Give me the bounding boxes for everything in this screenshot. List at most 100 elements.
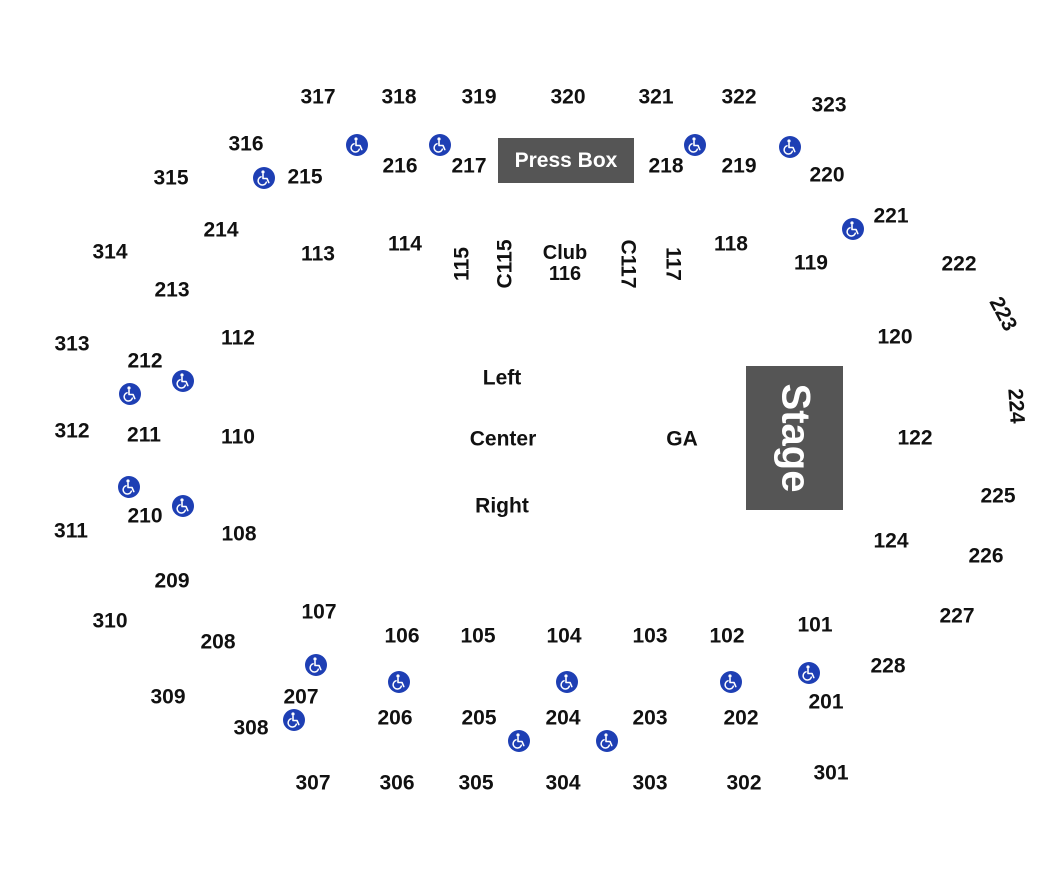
wheelchair-icon — [798, 662, 820, 684]
wheelchair-icon — [172, 495, 194, 517]
section-228[interactable]: 228 — [870, 654, 906, 678]
section-227[interactable]: 227 — [939, 604, 975, 628]
section-301[interactable]: 301 — [813, 761, 849, 785]
section-308[interactable]: 308 — [233, 716, 269, 740]
floor-center-section[interactable]: Center — [469, 427, 537, 451]
section-213[interactable]: 213 — [154, 278, 190, 302]
section-club-116[interactable]: Club 116 — [543, 243, 587, 285]
section-310[interactable]: 310 — [92, 609, 128, 633]
section-314[interactable]: 314 — [92, 240, 128, 264]
section-203[interactable]: 203 — [632, 706, 668, 730]
section-c115[interactable]: C115 — [493, 239, 517, 289]
section-103[interactable]: 103 — [632, 624, 668, 648]
floor-right-section[interactable]: Right — [475, 494, 529, 518]
section-117[interactable]: 117 — [661, 247, 685, 281]
section-218[interactable]: 218 — [648, 154, 684, 178]
section-224[interactable]: 224 — [1003, 387, 1029, 425]
section-120[interactable]: 120 — [877, 325, 913, 349]
club-116-line2: 116 — [548, 263, 582, 285]
section-307[interactable]: 307 — [295, 771, 331, 795]
section-219[interactable]: 219 — [721, 154, 757, 178]
section-215[interactable]: 215 — [287, 165, 323, 189]
section-311[interactable]: 311 — [54, 519, 88, 543]
section-104[interactable]: 104 — [546, 624, 582, 648]
press-box: Press Box — [498, 138, 634, 183]
section-101[interactable]: 101 — [797, 613, 833, 637]
section-113[interactable]: 113 — [301, 242, 335, 266]
section-309[interactable]: 309 — [150, 685, 186, 709]
section-312[interactable]: 312 — [54, 419, 90, 443]
section-106[interactable]: 106 — [384, 624, 420, 648]
section-317[interactable]: 317 — [300, 85, 336, 109]
section-321[interactable]: 321 — [638, 85, 674, 109]
wheelchair-icon — [684, 134, 706, 156]
wheelchair-icon — [283, 709, 305, 731]
section-110[interactable]: 110 — [221, 425, 255, 449]
section-315[interactable]: 315 — [153, 166, 189, 190]
wheelchair-icon — [346, 134, 368, 156]
wheelchair-icon — [388, 671, 410, 693]
section-208[interactable]: 208 — [200, 630, 236, 654]
wheelchair-icon — [596, 730, 618, 752]
stage-label: Stage — [773, 383, 817, 493]
section-201[interactable]: 201 — [808, 690, 844, 714]
wheelchair-icon — [429, 134, 451, 156]
wheelchair-icon — [118, 476, 140, 498]
section-223[interactable]: 223 — [984, 293, 1022, 335]
section-304[interactable]: 304 — [545, 771, 581, 795]
section-209[interactable]: 209 — [154, 569, 190, 593]
section-c117[interactable]: C117 — [616, 239, 640, 289]
stage: Stage — [746, 366, 843, 510]
section-206[interactable]: 206 — [377, 706, 413, 730]
section-118[interactable]: 118 — [714, 232, 748, 256]
section-114[interactable]: 114 — [388, 232, 422, 256]
section-107[interactable]: 107 — [301, 600, 337, 624]
section-205[interactable]: 205 — [461, 706, 497, 730]
section-119[interactable]: 119 — [794, 251, 828, 275]
section-202[interactable]: 202 — [723, 706, 759, 730]
section-306[interactable]: 306 — [379, 771, 415, 795]
section-207[interactable]: 207 — [283, 685, 319, 709]
section-318[interactable]: 318 — [381, 85, 417, 109]
section-316[interactable]: 316 — [228, 132, 264, 156]
wheelchair-icon — [720, 671, 742, 693]
section-115[interactable]: 115 — [450, 247, 474, 281]
section-214[interactable]: 214 — [203, 218, 239, 242]
section-212[interactable]: 212 — [127, 349, 163, 373]
section-313[interactable]: 313 — [54, 332, 90, 356]
section-122[interactable]: 122 — [897, 426, 933, 450]
section-216[interactable]: 216 — [382, 154, 418, 178]
section-217[interactable]: 217 — [451, 154, 487, 178]
section-204[interactable]: 204 — [545, 706, 581, 730]
section-108[interactable]: 108 — [221, 522, 257, 546]
wheelchair-icon — [779, 136, 801, 158]
section-225[interactable]: 225 — [980, 484, 1016, 508]
section-102[interactable]: 102 — [709, 624, 745, 648]
wheelchair-icon — [119, 383, 141, 405]
floor-ga-section[interactable]: GA — [666, 427, 698, 451]
section-226[interactable]: 226 — [968, 544, 1004, 568]
section-323[interactable]: 323 — [811, 93, 847, 117]
section-305[interactable]: 305 — [458, 771, 494, 795]
section-222[interactable]: 222 — [941, 252, 977, 276]
press-box-label: Press Box — [514, 148, 618, 172]
floor-left-section[interactable]: Left — [482, 366, 522, 390]
wheelchair-icon — [556, 671, 578, 693]
section-210[interactable]: 210 — [127, 504, 163, 528]
wheelchair-icon — [172, 370, 194, 392]
section-124[interactable]: 124 — [873, 529, 909, 553]
section-112[interactable]: 112 — [221, 326, 255, 350]
section-319[interactable]: 319 — [461, 85, 497, 109]
section-322[interactable]: 322 — [721, 85, 757, 109]
wheelchair-icon — [305, 654, 327, 676]
section-302[interactable]: 302 — [726, 771, 762, 795]
section-320[interactable]: 320 — [550, 85, 586, 109]
section-211[interactable]: 211 — [127, 423, 161, 447]
section-303[interactable]: 303 — [632, 771, 668, 795]
club-116-line1: Club — [542, 242, 588, 264]
section-220[interactable]: 220 — [809, 163, 845, 187]
wheelchair-icon — [842, 218, 864, 240]
section-105[interactable]: 105 — [460, 624, 496, 648]
section-221[interactable]: 221 — [873, 204, 909, 228]
